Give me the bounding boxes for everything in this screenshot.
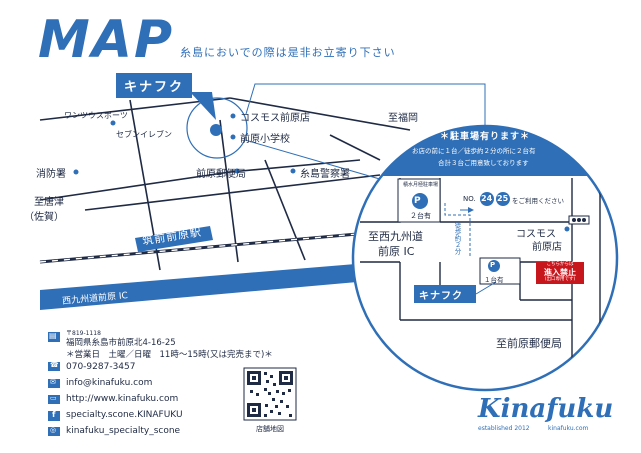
address: 福岡県糸島市前原北4-16-25: [66, 338, 176, 348]
instagram-link[interactable]: kinafuku_specialty_scone: [66, 426, 181, 436]
no-entry-sign: [536, 262, 584, 284]
label-post-office: 前原郵便局: [196, 169, 246, 180]
camera-icon: ◎: [50, 426, 57, 434]
mail-icon: ✉: [50, 378, 56, 386]
postal-code: 〒819-1118: [66, 330, 101, 337]
parking-p-icon: P: [414, 196, 421, 206]
phone-number[interactable]: 070-9287-3457: [66, 362, 136, 372]
shop-name-tag: キナフク: [116, 73, 193, 98]
label-to-karatsu: 至唐津: [34, 197, 64, 208]
label-fire-station: 消防署: [36, 169, 66, 180]
shop-marker: [210, 124, 222, 136]
parking-lot-label: 積水月極駐車場: [403, 182, 439, 188]
landmark-dots: [73, 113, 296, 175]
shop-pointer: [190, 92, 216, 120]
contact-icons: [48, 332, 60, 436]
building-icon: ▤: [49, 331, 57, 340]
page-subtitle: 糸島においでの際は是非お立寄り下さい: [180, 46, 396, 59]
parking-line-1: お店の前に１台／徒歩約２分の所に２台有: [412, 147, 536, 155]
label-police: 糸島警察署: [300, 169, 350, 180]
brand-logo: Kinafuku: [478, 394, 614, 424]
shop-parking-count: １台有: [484, 276, 504, 284]
monitor-icon: ▭: [50, 394, 57, 402]
brand-established: established 2012: [478, 425, 530, 432]
label-to-nishikyushu: 至西九州道: [368, 230, 423, 243]
lot-no-suffix: をご利用ください: [512, 197, 564, 205]
page-title: MAP: [38, 10, 175, 70]
label-to-post-office: 至前原郵便局: [496, 337, 562, 350]
connector-line: [245, 83, 486, 128]
lot-no-25: 25: [497, 194, 509, 203]
parking-lot-count: ２台有: [410, 212, 431, 220]
label-detail-cosmos: コスモス: [516, 229, 556, 240]
facebook-icon: f: [52, 410, 56, 419]
phone-icon: ☎: [50, 361, 59, 369]
railway: [39, 230, 381, 264]
label-wanstop: ワンツウスポーツ: [64, 111, 128, 120]
facebook-link[interactable]: specialty.scone.KINAFUKU: [66, 410, 183, 420]
business-hours: ＊営業日 土曜／日曜 11時～15時(又は完売まで)＊: [66, 350, 273, 360]
road-network: [39, 97, 411, 271]
parking-line-2: 合計３台ご用意致しております: [438, 159, 529, 167]
station-tag: [135, 226, 213, 252]
lot-no-24: 24: [481, 194, 493, 203]
detail-shop-tag: キナフク: [419, 291, 463, 302]
connector-line-2: [244, 139, 391, 183]
shop-parking-box: [479, 257, 521, 285]
label-to-fukuoka: 至福岡: [388, 113, 418, 124]
parking-title: ＊駐車場有ります＊: [439, 132, 530, 142]
expressway-band: [40, 262, 380, 310]
label-detail-cosmos-branch: 前原店: [532, 242, 562, 253]
no-entry-line-1: こちらからは: [546, 262, 574, 267]
no-entry-line-2: 進入禁止: [544, 268, 576, 277]
website-link[interactable]: http://www.kinafuku.com: [66, 394, 179, 404]
qr-caption: 店舗地図: [256, 425, 284, 433]
walk-note: 徒歩約２分: [453, 222, 461, 255]
shop-parking-p-icon: P: [490, 261, 496, 269]
lot-no-prefix: NO.: [463, 195, 476, 203]
shop-highlight-circle: [186, 97, 248, 159]
label-saga: （佐賀）: [24, 212, 64, 223]
qr-code: [243, 367, 297, 421]
label-school: 前原小学校: [240, 134, 290, 145]
email-link[interactable]: info@kinafuku.com: [66, 378, 153, 388]
label-maebaru-ic: 前原 IC: [378, 245, 415, 258]
no-entry-line-3: (出口専用です): [544, 277, 576, 282]
brand-domain: kinafuku.com: [548, 425, 589, 432]
label-cosmos: コスモス前原店: [240, 113, 310, 124]
label-seven-eleven: セブンイレブン: [116, 130, 172, 139]
